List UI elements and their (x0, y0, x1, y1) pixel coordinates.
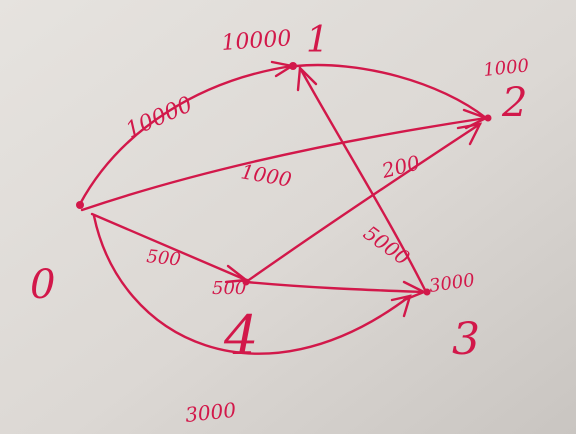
node-3-dot (423, 288, 431, 296)
node-1-dot (289, 62, 297, 70)
node-4-dot (242, 278, 250, 286)
edge-4-2 (244, 122, 482, 284)
node-1-label: 1 (306, 20, 329, 61)
edge-4-3 (244, 280, 426, 294)
edge-label-4-2: 200 (378, 150, 422, 183)
arrowhead-4-2 (456, 122, 483, 146)
node-2-dot (484, 114, 492, 122)
node-4-value: 500 (212, 278, 246, 299)
edge-label-0-1: 10000 (122, 92, 196, 143)
edge-0-3 (92, 214, 412, 355)
node-1-value: 10000 (221, 26, 293, 56)
node-0-dot (76, 201, 84, 209)
node-2-value: 1000 (482, 55, 530, 81)
node-3-value: 3000 (428, 270, 476, 297)
edge-3-1 (298, 66, 428, 294)
edge-0-2 (80, 116, 488, 212)
node-0-label: 0 (30, 262, 55, 308)
edge-label-0-2: 1000 (239, 159, 294, 192)
node-3-label: 3 (452, 314, 480, 365)
edge-0-1 (78, 64, 294, 206)
node-2-label: 2 (501, 80, 527, 126)
arrowhead-3-1 (296, 65, 318, 92)
node-4-label: 4 (223, 304, 258, 367)
edge-label-3-1: 5000 (359, 221, 415, 270)
arrowhead-0-3 (390, 294, 412, 318)
edge-label-0-3: 3000 (184, 398, 237, 427)
edge-0-4 (90, 212, 248, 282)
edge-label-0-4: 500 (145, 246, 181, 270)
edge-1-2 (294, 63, 488, 120)
